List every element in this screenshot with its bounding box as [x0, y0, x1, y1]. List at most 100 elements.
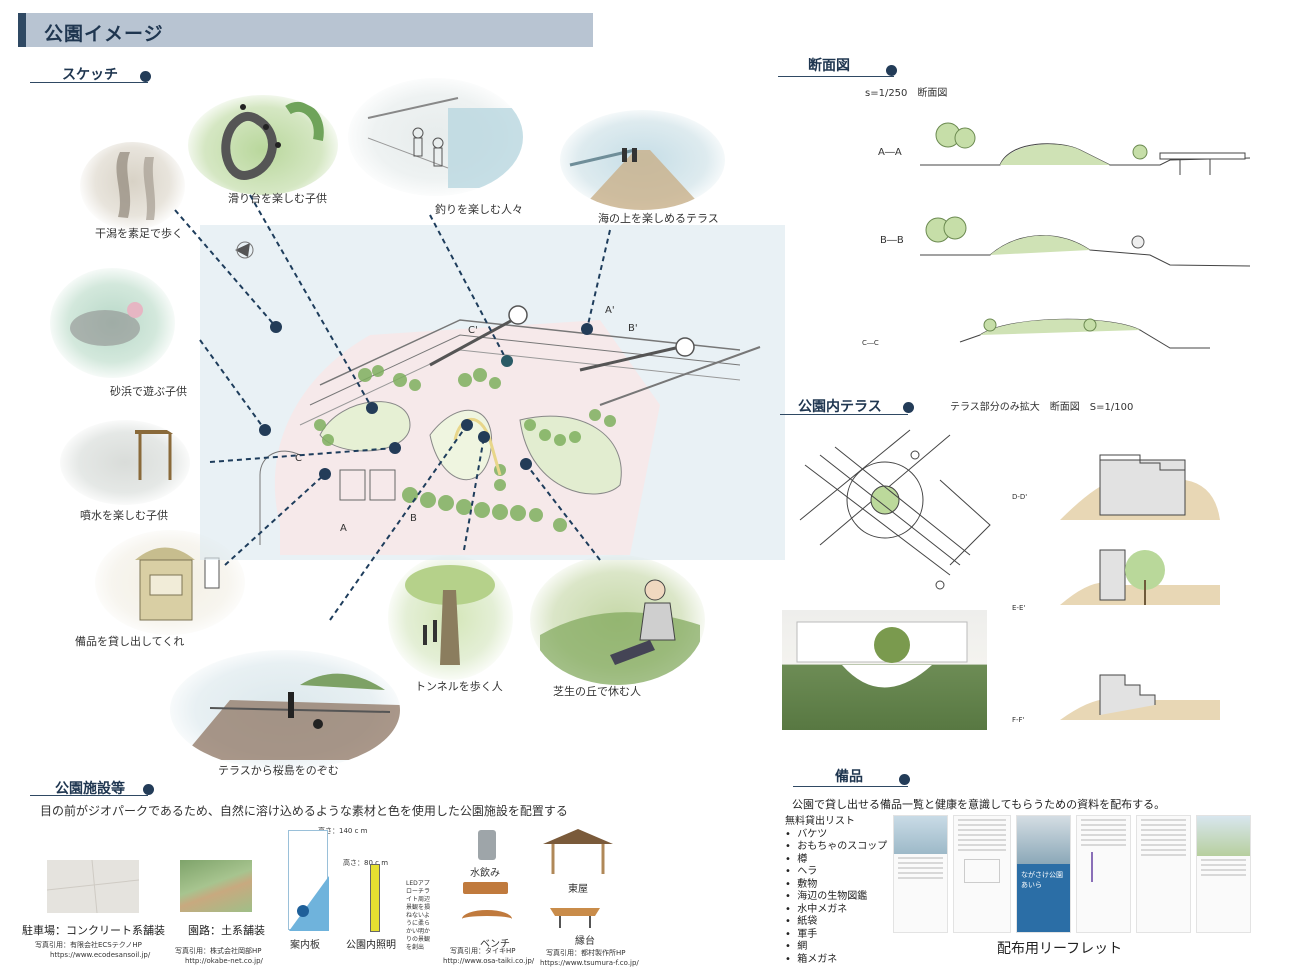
path-credit: 写真引用：株式会社岡部HP	[175, 947, 262, 955]
bench-credit: 写真引用：タイキHP	[450, 947, 516, 955]
tunnel-illustration	[405, 565, 495, 665]
list-item: • 網	[785, 941, 808, 952]
facilities-heading-dot	[143, 784, 154, 795]
lighting-label: 公園内照明	[346, 940, 396, 951]
caption-fountain: 噴水を楽しむ子供	[80, 509, 168, 522]
map-label-a-prime: A'	[605, 305, 615, 316]
terrace-model-photo	[782, 610, 987, 730]
sketch-heading-dot	[140, 71, 151, 82]
facilities-description: 目の前がジオパークであるため、自然に溶け込めるような素材と色を使用した公園施設を…	[40, 804, 568, 818]
table-photo	[550, 908, 600, 928]
leaflet-panel-cover: ながさけ公園あいら	[1016, 815, 1071, 933]
sketch-sand-beach-bubble	[50, 268, 175, 378]
list-item: • ヘラ	[785, 866, 818, 877]
shelter-label: 東屋	[568, 884, 588, 895]
caption-sand-beach: 砂浜で遊ぶ子供	[110, 385, 187, 398]
parking-label: 駐車場：コンクリート系舗装	[22, 924, 165, 937]
park-plan-svg	[200, 225, 785, 560]
terrace-note: テラス部分のみ拡大 断面図 S=1/100	[950, 402, 1134, 413]
model-illustration	[796, 621, 968, 688]
parking-photo	[46, 859, 140, 914]
leaflet-panel-1	[893, 815, 948, 933]
sign-height-80: 高さ：80 c m	[343, 859, 389, 867]
section-scale: s=1/250 断面図	[865, 88, 948, 99]
guide-sign	[288, 830, 329, 931]
terrace-plan-drawing	[799, 429, 991, 590]
caption-sea-terrace: 海の上を楽しめるテラス	[598, 212, 719, 225]
facilities-heading: 公園施設等	[55, 781, 125, 797]
sketch-heading-underline	[30, 82, 148, 83]
caption-terrace-view: テラスから桜島をのぞむ	[218, 764, 339, 777]
path-photo	[180, 860, 252, 912]
caption-tidal-flat: 干潟を素足で歩く	[95, 227, 183, 240]
bench-url[interactable]: http://www.osa-taiki.co.jp/	[443, 957, 535, 965]
sign-height-140: 高さ：140 c m	[318, 827, 368, 835]
sketch-rental-bubble	[95, 530, 245, 635]
equipment-heading-underline	[793, 786, 908, 787]
terrace-heading-underline	[780, 414, 908, 415]
section-c-label: C―C	[862, 339, 879, 347]
list-item: • 海辺の生物図鑑	[785, 891, 868, 902]
map-label-c-prime: C'	[468, 325, 478, 336]
drinking-fountain-photo	[478, 830, 496, 860]
leaflet-panel-5	[1196, 815, 1251, 933]
caption-rental: 備品を貸し出してくれ	[75, 635, 185, 648]
sketch-fishing-bubble	[348, 78, 523, 196]
terrace-cut-e: E-E'	[1012, 604, 1026, 612]
lawn-illustration	[540, 579, 700, 685]
leaflet-label: 配布用リーフレット	[997, 941, 1123, 957]
led-note: LEDアプローチライト周辺景観を損ねないように柔らかい明かりの景観を創出	[406, 880, 431, 951]
caption-fishing: 釣りを楽しむ人々	[435, 203, 523, 216]
list-item: • 軍手	[785, 928, 818, 940]
slide-illustration	[221, 101, 324, 180]
shelter-photo	[543, 829, 613, 874]
terrace-view-illustration	[180, 673, 400, 760]
parking-credit: 写真引用：有限会社ECSテクノHP	[35, 941, 142, 949]
title-band: 公園イメージ	[18, 13, 593, 47]
leaflet-panel-2	[953, 815, 1011, 933]
bench-photo-2	[462, 910, 512, 928]
sand-beach-illustration	[70, 302, 143, 346]
sketch-lawn-bubble	[530, 555, 705, 685]
sketch-sea-terrace-bubble	[560, 110, 725, 210]
caption-lawn: 芝生の丘で休む人	[553, 685, 641, 698]
section-drawings	[920, 122, 1251, 349]
list-item: • 水中メガネ	[785, 903, 848, 915]
table-url[interactable]: https://www.tsumura-f.co.jp/	[540, 959, 639, 967]
map-label-a: A	[340, 523, 347, 534]
list-item: • おもちゃのスコップ	[785, 841, 888, 852]
rental-list: 無料貸出リスト • バケツ • おもちゃのスコップ • 樽 • ヘラ • 敷物 …	[785, 816, 895, 966]
fountain-label: 水飲み	[470, 868, 500, 879]
list-item: • バケツ	[785, 828, 828, 840]
list-item: • 箱メガネ	[785, 953, 838, 965]
leaflet-panel-3	[1076, 815, 1131, 933]
footprint-illustration	[116, 152, 156, 220]
table-credit: 写真引用：都村製作所HP	[546, 949, 626, 957]
sketch-tunnel-bubble	[388, 555, 513, 680]
parking-url[interactable]: https://www.ecodesansoil.jp/	[50, 951, 151, 959]
list-item: • 敷物	[785, 878, 818, 890]
facilities-heading-underline	[30, 795, 148, 796]
map-label-b: B	[410, 513, 417, 524]
table-label: 縁台	[575, 936, 595, 947]
map-label-b-prime: B'	[628, 323, 638, 334]
sketch-fountain-bubble	[60, 420, 190, 505]
bench-label: ベンチ	[480, 939, 510, 950]
equipment-description: 公園で貸し出せる備品一覧と健康を意識してもらうための資料を配布する。	[792, 798, 1166, 811]
list-item: • 紙袋	[785, 916, 818, 927]
page-title: 公園イメージ	[44, 23, 164, 45]
section-heading: 断面図	[808, 58, 850, 74]
section-heading-dot	[886, 65, 897, 76]
sketch-heading: スケッチ	[62, 67, 118, 83]
section-a-label: A―A	[878, 147, 902, 158]
park-map: A B C C' A' B'	[200, 225, 785, 560]
terrace-heading-dot	[903, 402, 914, 413]
caption-slide: 滑り台を楽しむ子供	[228, 192, 327, 205]
section-b-label: B―B	[880, 235, 904, 246]
terrace-section-drawings	[1060, 454, 1220, 720]
terrace-cut-f: F-F'	[1012, 716, 1025, 724]
leaflet-panel-4	[1136, 815, 1191, 933]
equipment-heading-dot	[899, 774, 910, 785]
path-url[interactable]: http://okabe-net.co.jp/	[185, 957, 263, 965]
map-label-c: C	[295, 453, 302, 464]
